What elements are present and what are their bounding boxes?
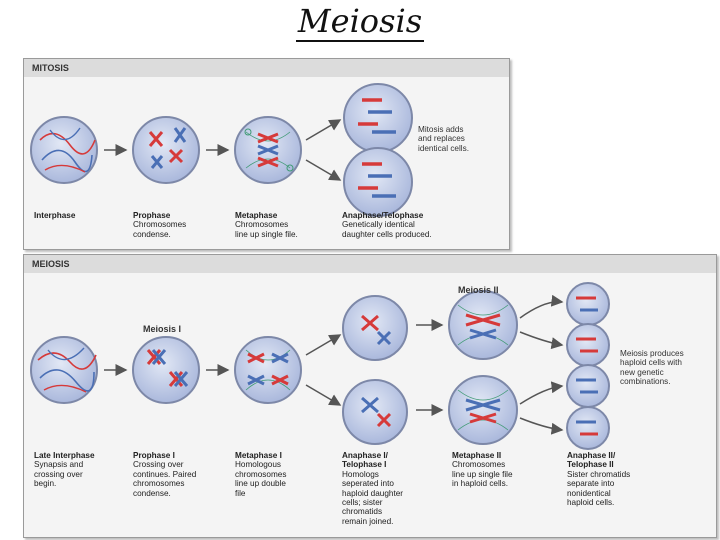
mitosis-note: Mitosis adds and replaces identical cell… — [418, 125, 469, 153]
stage-name: Prophase I — [133, 451, 175, 460]
stage-name: Prophase — [133, 211, 171, 220]
meiosis-note-line: haploid cells with — [620, 358, 682, 368]
stage-name: Metaphase II — [452, 451, 502, 460]
meiosis-caption-anaphase1-telophase1: Anaphase I/ Telophase I Homologs seperat… — [342, 451, 403, 526]
stage-desc: in haploid cells. — [452, 479, 508, 489]
stage-desc: condense. — [133, 229, 171, 239]
mitosis-header: MITOSIS — [24, 59, 509, 77]
stage-desc: crossing over — [34, 469, 83, 479]
stage-desc: Chromosomes — [452, 460, 506, 470]
stage-desc: seperated into — [342, 479, 394, 489]
stage-desc: chromosomes — [235, 469, 287, 479]
mitosis-caption-metaphase: Metaphase Chromosomes line up single fil… — [235, 211, 298, 239]
mitosis-note-line: Mitosis adds — [418, 125, 464, 134]
stage-desc: Chromosomes — [133, 220, 187, 230]
stage-name: Telophase I — [342, 460, 387, 470]
mitosis-note-line: and replaces — [418, 134, 465, 144]
stage-desc: haploid cells. — [567, 498, 615, 508]
meiosis-note-line: Meiosis produces — [620, 349, 684, 358]
stage-desc: continues. Paired — [133, 469, 197, 479]
mitosis-caption-interphase: Interphase — [34, 211, 75, 220]
stage-name: Telophase II — [567, 460, 614, 470]
meiosis-header: MEIOSIS — [24, 255, 716, 273]
stage-desc: Genetically identical — [342, 220, 415, 230]
stage-desc: cells; sister — [342, 498, 383, 508]
stage-name: Interphase — [34, 211, 76, 220]
stage-desc: line up double — [235, 479, 286, 489]
stage-desc: line up single file. — [235, 229, 298, 239]
meiosis-caption-anaphase2-telophase2: Anaphase II/ Telophase II Sister chromat… — [567, 451, 630, 507]
stage-name: Late Interphase — [34, 451, 95, 460]
meiosis-anaphase1-cell-top — [342, 295, 408, 361]
meiosis-caption-metaphase2: Metaphase II Chromosomes line up single … — [452, 451, 513, 489]
meiosis-haploid-cell-3 — [566, 364, 610, 408]
meiosis-haploid-cell-1 — [566, 282, 610, 326]
meiosis-note-line: new genetic — [620, 367, 664, 377]
meiosis-prophase1-cell — [132, 336, 200, 404]
meiosis-metaphase1-cell — [234, 336, 302, 404]
meiosis1-label: Meiosis I — [143, 324, 182, 334]
slide-title: Meiosis — [0, 2, 720, 42]
stage-name: Metaphase — [235, 211, 278, 220]
stage-desc: condense. — [133, 488, 171, 498]
mitosis-interphase-cell — [30, 116, 98, 184]
mitosis-metaphase-cell — [234, 116, 302, 184]
meiosis-note: Meiosis produces haploid cells with new … — [620, 349, 684, 387]
stage-name: Anaphase/Telophase — [342, 211, 424, 220]
stage-desc: haploid daughter — [342, 488, 404, 498]
title-text: Meiosis — [295, 2, 425, 42]
meiosis-late-interphase-cell — [30, 336, 98, 404]
stage-desc: chromosomes — [133, 479, 185, 489]
stage-desc: remain joined. — [342, 516, 394, 526]
stage-desc: Synapsis and — [34, 460, 84, 470]
stage-desc: file — [235, 488, 246, 498]
meiosis-metaphase2-cell-bottom — [448, 375, 518, 445]
meiosis-haploid-cell-2 — [566, 323, 610, 367]
stage-desc: Sister chromatids — [567, 469, 631, 479]
meiosis-caption-metaphase1: Metaphase I Homologous chromosomes line … — [235, 451, 286, 498]
meiosis-note-line: combinations. — [620, 377, 671, 387]
stage-desc: chromatids — [342, 507, 383, 517]
meiosis-caption-late-interphase: Late Interphase Synapsis and crossing ov… — [34, 451, 95, 489]
stage-desc: begin. — [34, 479, 57, 489]
stage-desc: Homologous — [235, 460, 281, 470]
meiosis-metaphase2-cell-top — [448, 290, 518, 360]
stage-desc: nonidentical — [567, 488, 611, 498]
meiosis2-label: Meiosis II — [458, 285, 499, 295]
mitosis-caption-prophase: Prophase Chromosomes condense. — [133, 211, 186, 239]
meiosis-caption-prophase1: Prophase I Crossing over continues. Pair… — [133, 451, 196, 498]
meiosis-haploid-cell-4 — [566, 406, 610, 450]
stage-name: Metaphase I — [235, 451, 282, 460]
mitosis-prophase-cell — [132, 116, 200, 184]
stage-desc: separate into — [567, 479, 615, 489]
stage-name: Anaphase II/ — [567, 451, 616, 460]
stage-desc: Crossing over — [133, 460, 184, 470]
stage-desc: Homologs — [342, 469, 379, 479]
stage-name: Anaphase I/ — [342, 451, 388, 460]
mitosis-caption-anaphase-telophase: Anaphase/Telophase Genetically identical… — [342, 211, 432, 239]
meiosis-anaphase1-cell-bottom — [342, 379, 408, 445]
mitosis-note-line: identical cells. — [418, 143, 469, 153]
mitosis-daughter-cell-2 — [343, 147, 413, 217]
stage-desc: line up single file — [452, 469, 513, 479]
mitosis-daughter-cell-1 — [343, 83, 413, 153]
stage-desc: Chromosomes — [235, 220, 289, 230]
stage-desc: daughter cells produced. — [342, 229, 432, 239]
